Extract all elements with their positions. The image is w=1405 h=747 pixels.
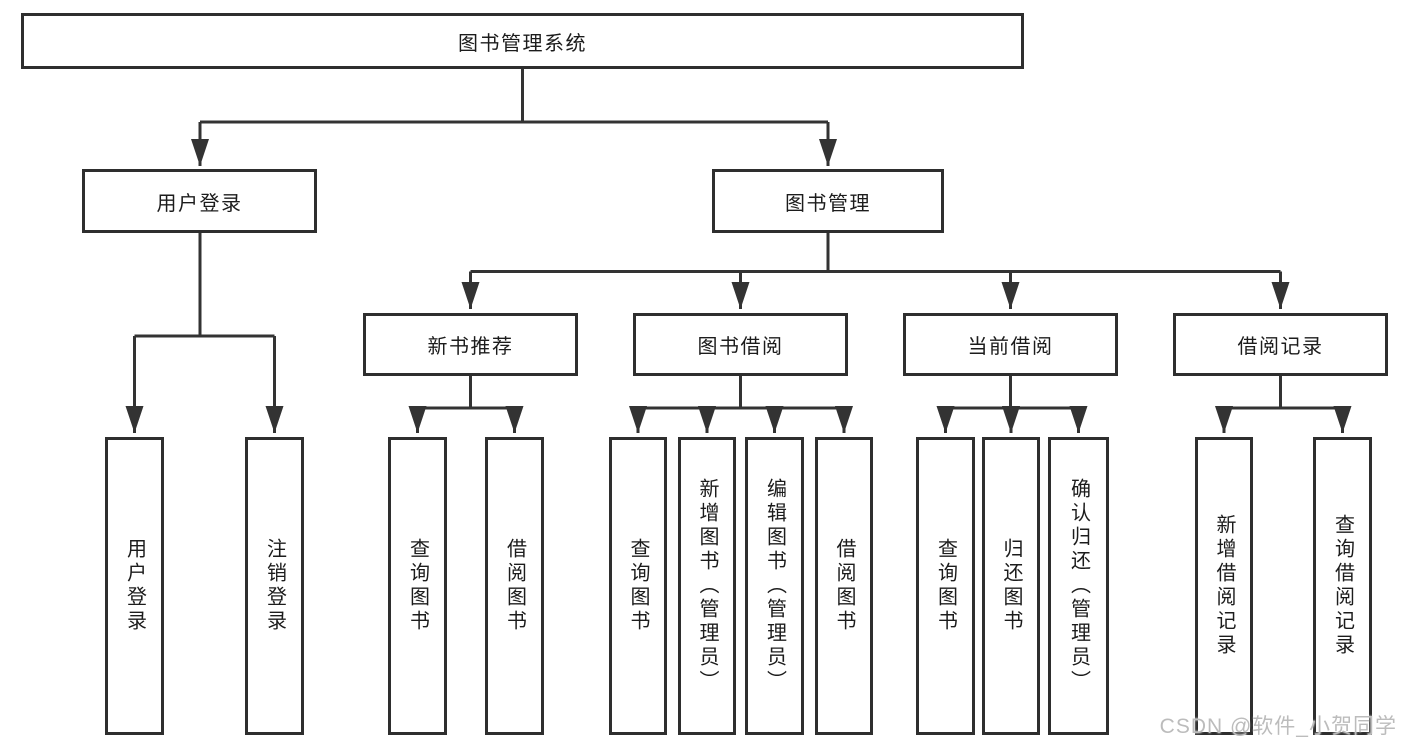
node-label: 注销登录 <box>263 538 286 634</box>
node-label: 借阅图书 <box>833 538 855 634</box>
node-leaf-return-book: 归还图书 <box>982 437 1040 735</box>
node-leaf-borrow-books-1: 借阅图书 <box>485 437 544 735</box>
node-label: 归还图书 <box>1000 538 1022 634</box>
connector-user-login-split <box>134 233 275 338</box>
node-label: 编辑图书（管理员） <box>763 478 786 694</box>
node-label: 新书推荐 <box>427 336 514 358</box>
node-label: 用户登录 <box>156 192 243 215</box>
node-label: 图书管理 <box>785 192 871 215</box>
node-leaf-borrow-books-2: 借阅图书 <box>815 437 873 735</box>
node-borrow-records: 借阅记录 <box>1173 313 1388 376</box>
connector-book-management-split <box>470 233 1281 273</box>
csdn-watermark: CSDN @软件_小贺同学 <box>1159 715 1397 738</box>
node-label: 查询图书 <box>627 538 649 634</box>
node-label: 用户登录 <box>123 538 146 634</box>
node-label: 借阅记录 <box>1237 336 1324 358</box>
node-label: 确认归还（管理员） <box>1067 478 1090 694</box>
node-leaf-edit-book-admin: 编辑图书（管理员） <box>745 437 804 735</box>
node-user-login-group: 用户登录 <box>82 169 317 233</box>
node-label: 图书管理系统 <box>458 32 587 55</box>
node-label: 当前借阅 <box>967 336 1054 358</box>
node-label: 查询借阅记录 <box>1331 514 1354 658</box>
node-label: 借阅图书 <box>503 538 526 634</box>
node-leaf-logout: 注销登录 <box>245 437 304 735</box>
connector-root-split <box>200 69 828 124</box>
node-library-system: 图书管理系统 <box>21 13 1024 69</box>
node-label: 新增图书（管理员） <box>696 478 718 694</box>
node-leaf-confirm-return-admin: 确认归还（管理员） <box>1048 437 1109 735</box>
node-new-book-recommend: 新书推荐 <box>363 313 578 376</box>
node-leaf-query-borrow-record: 查询借阅记录 <box>1313 437 1372 735</box>
node-book-borrow: 图书借阅 <box>633 313 848 376</box>
node-leaf-query-books-3: 查询图书 <box>916 437 975 735</box>
node-book-management: 图书管理 <box>712 169 944 233</box>
node-label: 查询图书 <box>934 538 957 634</box>
connector-current-borrow-split <box>945 376 1079 410</box>
node-label: 新增借阅记录 <box>1213 514 1235 658</box>
node-current-borrow: 当前借阅 <box>903 313 1118 376</box>
node-leaf-user-login: 用户登录 <box>105 437 164 735</box>
connector-records-split <box>1224 376 1343 410</box>
node-leaf-query-books-2: 查询图书 <box>609 437 667 735</box>
node-leaf-add-book-admin: 新增图书（管理员） <box>678 437 736 735</box>
node-leaf-query-books-1: 查询图书 <box>388 437 447 735</box>
connector-new-book-split <box>417 376 515 410</box>
node-leaf-add-borrow-record: 新增借阅记录 <box>1195 437 1253 735</box>
node-label: 图书借阅 <box>697 336 784 358</box>
connector-book-borrow-split <box>638 376 844 410</box>
node-label: 查询图书 <box>406 538 429 634</box>
